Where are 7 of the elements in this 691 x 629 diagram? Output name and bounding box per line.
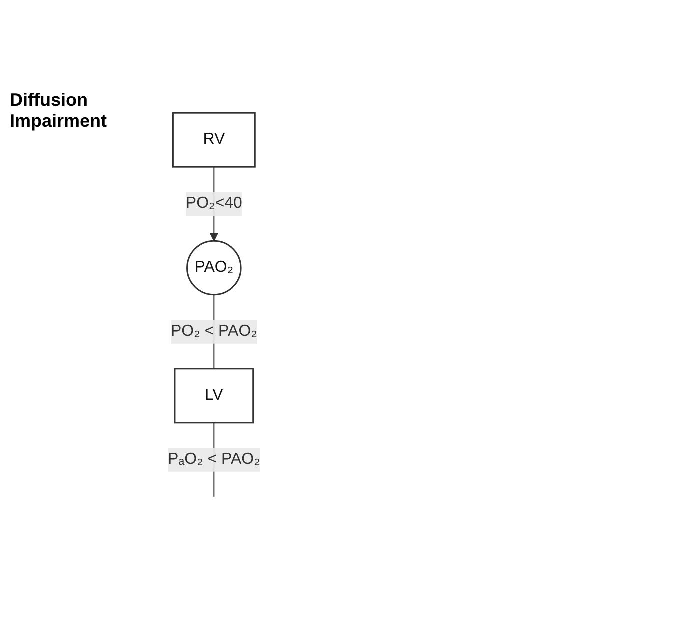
- node-box: RV: [172, 112, 256, 168]
- edge-label: PO₂ < PAO₂: [170, 322, 258, 340]
- node-circle: PAO₂: [186, 240, 242, 296]
- edge-label: PO₂<40: [186, 195, 242, 212]
- node-box: LV: [174, 368, 254, 424]
- edge-label: PₐO₂ < PAO₂: [168, 450, 260, 468]
- diagram-title: Diffusion Impairment: [10, 90, 108, 132]
